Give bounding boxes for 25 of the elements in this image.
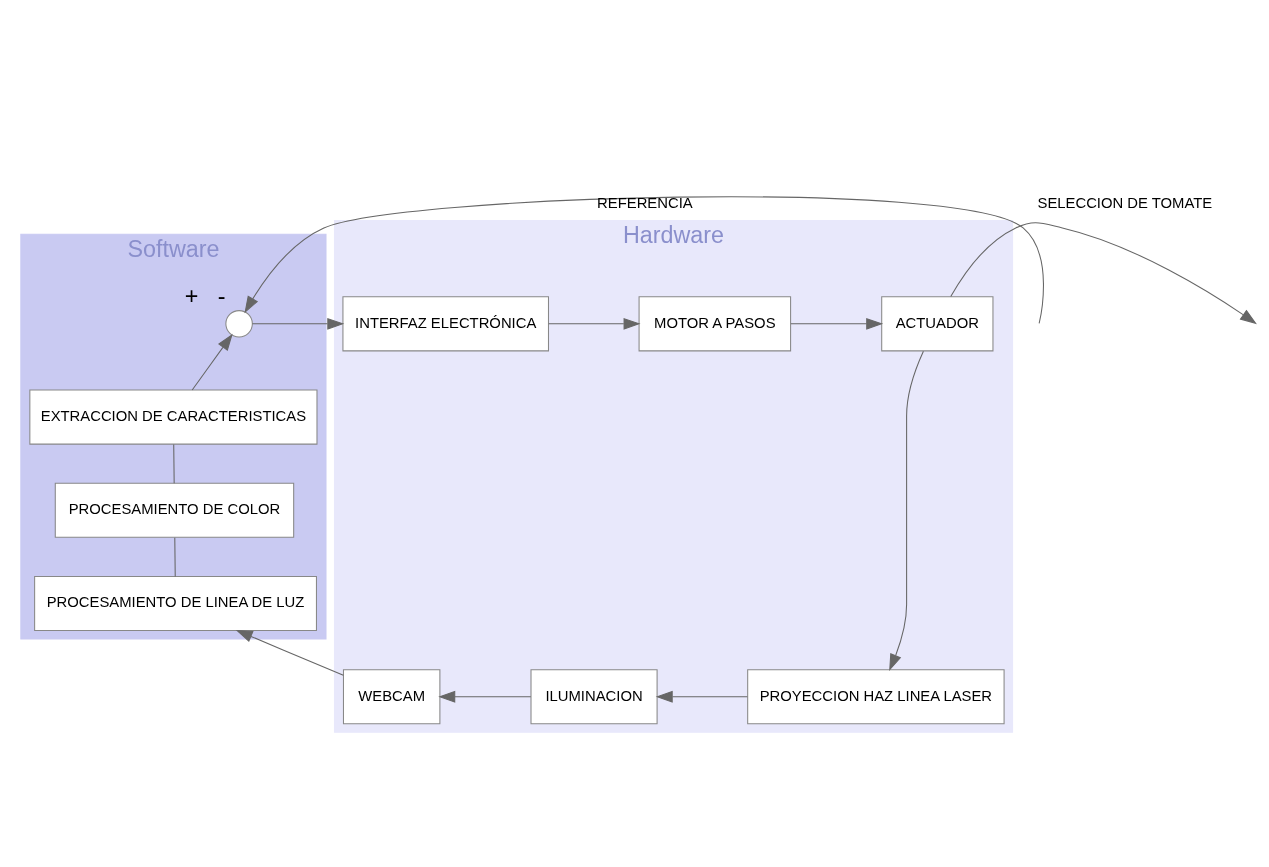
node-box: ACTUADOR (881, 296, 994, 352)
arrow (950, 222, 1257, 325)
arrow (438, 690, 532, 703)
arrow (790, 317, 884, 330)
node-box: PROCESAMIENTO DE COLOR (54, 482, 295, 538)
node-label: + - (184, 282, 226, 309)
edge-label: REFERENCIA (597, 195, 693, 212)
arrow (244, 196, 1044, 324)
arrow (548, 317, 641, 330)
connector (173, 443, 175, 484)
node-box: ILUMINACION (530, 669, 658, 725)
connector (174, 537, 176, 578)
node-box: EXTRACCION DE CARACTERISTICAS (29, 389, 318, 445)
arrow (251, 317, 345, 330)
node-box: INTERFAZ ELECTRÓNICA (342, 296, 549, 352)
node-circle (225, 310, 253, 338)
arrow (235, 629, 344, 676)
arrow (889, 350, 924, 671)
arrow (655, 690, 748, 703)
arrow (191, 333, 233, 391)
node-box: WEBCAM (342, 669, 441, 725)
node-box: PROYECCION HAZ LINEA LASER (747, 669, 1005, 725)
node-box: MOTOR A PASOS (638, 296, 792, 352)
node-box: PROCESAMIENTO DE LINEA DE LUZ (34, 576, 317, 632)
edge-label: SELECCION DE TOMATE (1037, 195, 1213, 212)
